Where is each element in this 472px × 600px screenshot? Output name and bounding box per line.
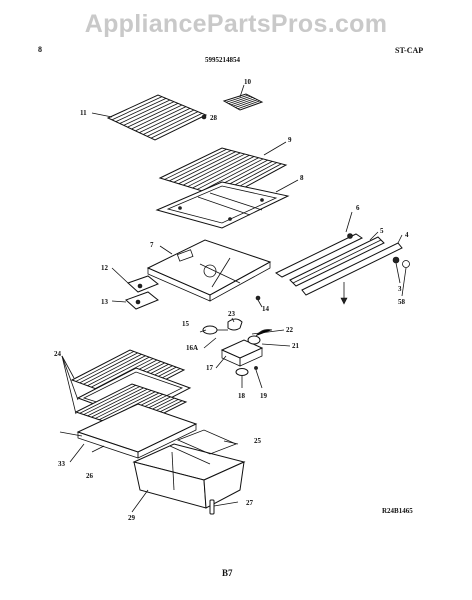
shelf-wire — [292, 239, 382, 284]
crisper-cover-26 — [76, 403, 198, 459]
callout-58: 58 — [398, 298, 406, 306]
drawing-ref: R24B1465 — [382, 507, 413, 515]
callout-29: 29 — [128, 514, 136, 522]
shelf-wire — [237, 100, 260, 110]
shelf-wire — [115, 97, 167, 123]
rail-4 — [301, 234, 403, 305]
shelf-wire — [187, 154, 250, 187]
callout-7: 7 — [150, 241, 154, 249]
shelf-wire — [87, 355, 146, 387]
shelf-wire — [131, 104, 183, 130]
rail-6 — [274, 211, 364, 278]
callout-23: 23 — [228, 310, 236, 318]
control-housing-17 — [220, 329, 273, 367]
callout-24: 24 — [54, 350, 62, 358]
shelf-wire — [201, 158, 264, 192]
callout-3: 3 — [398, 285, 402, 293]
callout-25: 25 — [254, 437, 262, 445]
shelf-wire — [230, 97, 253, 106]
shelf-wire — [228, 95, 251, 104]
shelf-wire — [91, 356, 150, 388]
shelf-wire — [150, 112, 203, 139]
shelf-wire — [226, 94, 249, 103]
shelf-wire — [178, 152, 241, 185]
shelf-wire — [139, 107, 191, 134]
part-number: 5995214854 — [205, 56, 240, 64]
callout-33: 33 — [58, 460, 66, 468]
page-number: B7 — [222, 568, 233, 578]
callout-19: 19 — [260, 392, 268, 400]
small-grille — [222, 84, 264, 111]
shelf-wire — [164, 148, 227, 180]
callout-10: 10 — [244, 78, 252, 86]
bracket-12 — [127, 275, 159, 293]
shelf-wire — [169, 150, 232, 182]
shelf-wire — [127, 102, 179, 128]
shelf-wire — [173, 151, 236, 183]
callout-15: 15 — [182, 320, 190, 328]
frame-8 — [155, 179, 299, 229]
watermark: AppliancePartsPros.com — [84, 10, 388, 38]
callout-22: 22 — [286, 326, 294, 334]
callout-11: 11 — [80, 109, 87, 117]
callout-18: 18 — [238, 392, 246, 400]
callout-28: 28 — [210, 114, 218, 122]
shelf-wire — [119, 99, 171, 124]
top-wire-shelf — [91, 94, 208, 141]
fastener-58 — [402, 260, 410, 268]
shelf-wire — [143, 109, 195, 135]
bracket-13 — [125, 291, 159, 310]
shelf-wire — [111, 96, 163, 121]
callout-12: 12 — [101, 264, 109, 272]
shelf-wire — [123, 101, 175, 126]
shelf-wire — [192, 156, 255, 189]
screw-14 — [255, 295, 261, 301]
shelf-wire — [98, 391, 156, 421]
damper-15 — [202, 325, 228, 335]
callout-21: 21 — [292, 342, 300, 350]
callout-13: 13 — [101, 298, 109, 306]
callout-4: 4 — [405, 231, 409, 239]
shelf-wire — [183, 153, 246, 186]
callout-14: 14 — [262, 305, 270, 313]
screw-19 — [254, 366, 258, 370]
knob-23 — [227, 318, 243, 331]
shelf-wire — [235, 99, 258, 108]
callout-9: 9 — [288, 136, 292, 144]
shelf-wire — [83, 353, 142, 385]
callout-8: 8 — [300, 174, 304, 182]
shelf-wire — [83, 386, 140, 415]
screw-28 — [201, 114, 207, 120]
shelf-wire — [79, 352, 138, 384]
shelf-wire — [87, 387, 144, 417]
model-code: ST-CAP — [395, 46, 424, 55]
shelf-wire — [233, 98, 256, 107]
callout-26: 26 — [86, 472, 94, 480]
shelf-wire — [95, 390, 152, 419]
left-mark: 8 — [38, 45, 42, 54]
callout-27: 27 — [246, 499, 254, 507]
shelf-wire — [75, 351, 135, 382]
callout-16a: 16A — [186, 344, 198, 352]
shelf-wire — [91, 388, 148, 418]
cover-7 — [146, 239, 272, 302]
callout-5: 5 — [380, 227, 384, 235]
shelf-wire — [79, 384, 137, 414]
callout-17: 17 — [206, 364, 214, 372]
rail-5 — [289, 231, 385, 287]
shelf-wire — [135, 106, 187, 132]
shelf-wire — [196, 157, 259, 190]
shelf-wire — [146, 111, 199, 137]
fastener-3 — [392, 256, 400, 264]
crisper-pans — [132, 429, 246, 509]
pin-27 — [209, 499, 239, 515]
disc-18 — [235, 368, 249, 376]
callout-6: 6 — [356, 204, 360, 212]
